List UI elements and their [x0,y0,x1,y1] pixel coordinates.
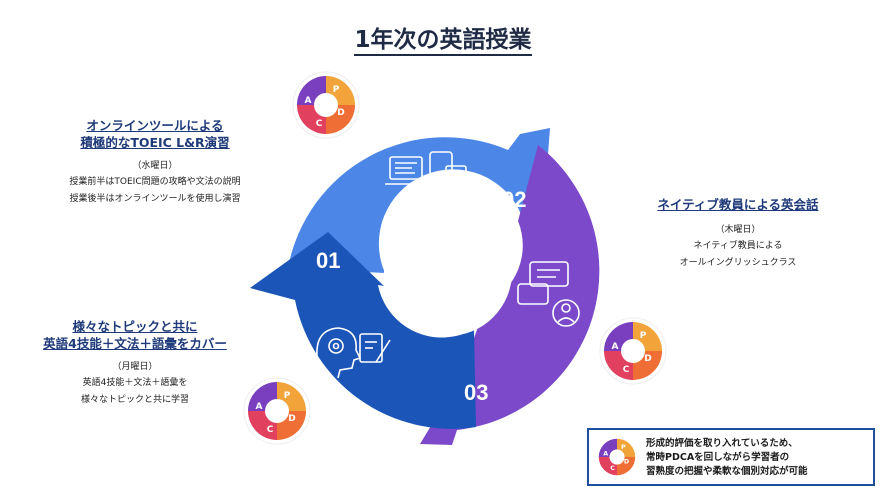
stage-02-desc-line1: 授業前半はTOEIC問題の攻略や文法の説明 [69,177,241,187]
stage-03-day: （木曜日） [715,225,761,235]
page-title-text: 1年次の英語授業 [354,27,532,56]
note-text: 形成的評価を取り入れているため、 常時PDCAを回しながら学習者の 習熟度の把握… [646,437,808,479]
pdca-letter-d: D [644,354,651,364]
cycle-segment-01 [250,232,476,429]
stage-number-03: 03 [464,380,489,405]
note-box: P D C A 形成的評価を取り入れているため、 常時PDCAを回しながら学習者… [587,428,875,486]
note-line1: 形成的評価を取り入れているため、 [646,438,798,449]
stage-01-desc-line1: 英語4技能＋文法＋語彙を [82,378,188,388]
pdca-badge-03: P D C A [599,317,667,385]
cycle-center-hole [384,208,512,336]
stage-02-desc-line2: 授業後半はオンラインツールを使用し演習 [69,194,241,204]
stage-number-02: 02 [502,187,527,212]
stage-03-desc-line2: オールイングリッシュクラス [679,258,797,268]
stage-number-01: 01 [316,248,341,273]
stage-02-heading-line2: 積極的なTOEIC L&R演習 [80,135,230,150]
cycle-segment-02 [288,128,550,273]
writing-icon [359,333,391,363]
note-line3: 習熟度の把握や柔軟な個別対応が可能 [646,466,808,477]
pdca-letter-c: C [267,425,274,435]
pdca-note-icon: P D C A [598,438,636,476]
stage-01-heading-line2: 英語4技能＋文法＋語彙をカバー [43,336,227,351]
pdca-letter-a: A [256,402,263,412]
pdca-letter-d: D [288,414,295,424]
pdca-letter-a: A [603,451,608,458]
pdca-letter-d: D [624,458,629,465]
stage-01-info: 様々なトピックと共に 英語4技能＋文法＋語彙をカバー （月曜日） 英語4技能＋文… [10,318,260,409]
pdca-badge-02: P D C A [292,71,360,139]
pdca-letter-c: C [316,119,323,129]
stage-02-day: （水曜日） [132,161,178,171]
stage-02-info: オンラインツールによる 積極的なTOEIC L&R演習 （水曜日） 授業前半はT… [30,117,280,208]
pdca-badge-01: P D C A [243,377,311,445]
tablet-calculator-icon [429,151,467,189]
pdca-letter-a: A [612,342,619,352]
stage-01-day: （月曜日） [112,362,158,372]
note-line2: 常時PDCAを回しながら学習者の [646,452,790,463]
pdca-letter-p: P [621,444,626,451]
pdca-letter-a: A [305,96,312,106]
stage-03-info: ネイティブ教員による英会話 （木曜日） ネイティブ教員による オールイングリッシ… [606,196,870,272]
stage-01-heading-line1: 様々なトピックと共に [72,319,198,334]
pdca-letter-c: C [610,465,615,472]
pdca-letter-c: C [623,365,630,375]
stage-01-desc-line2: 様々なトピックと共に学習 [80,395,189,405]
laptop-icon [385,156,427,185]
stage-02-heading-line1: オンラインツールによる [86,118,224,133]
pdca-letter-p: P [284,391,291,401]
pdca-letter-p: P [640,331,647,341]
page-title: 1年次の英語授業 [0,20,886,56]
stage-03-heading-line1: ネイティブ教員による英会話 [657,197,819,212]
pdca-letter-p: P [333,85,340,95]
chat-people-icon [517,261,580,327]
stage-03-desc-line1: ネイティブ教員による [693,241,783,251]
pdca-letter-d: D [337,108,344,118]
